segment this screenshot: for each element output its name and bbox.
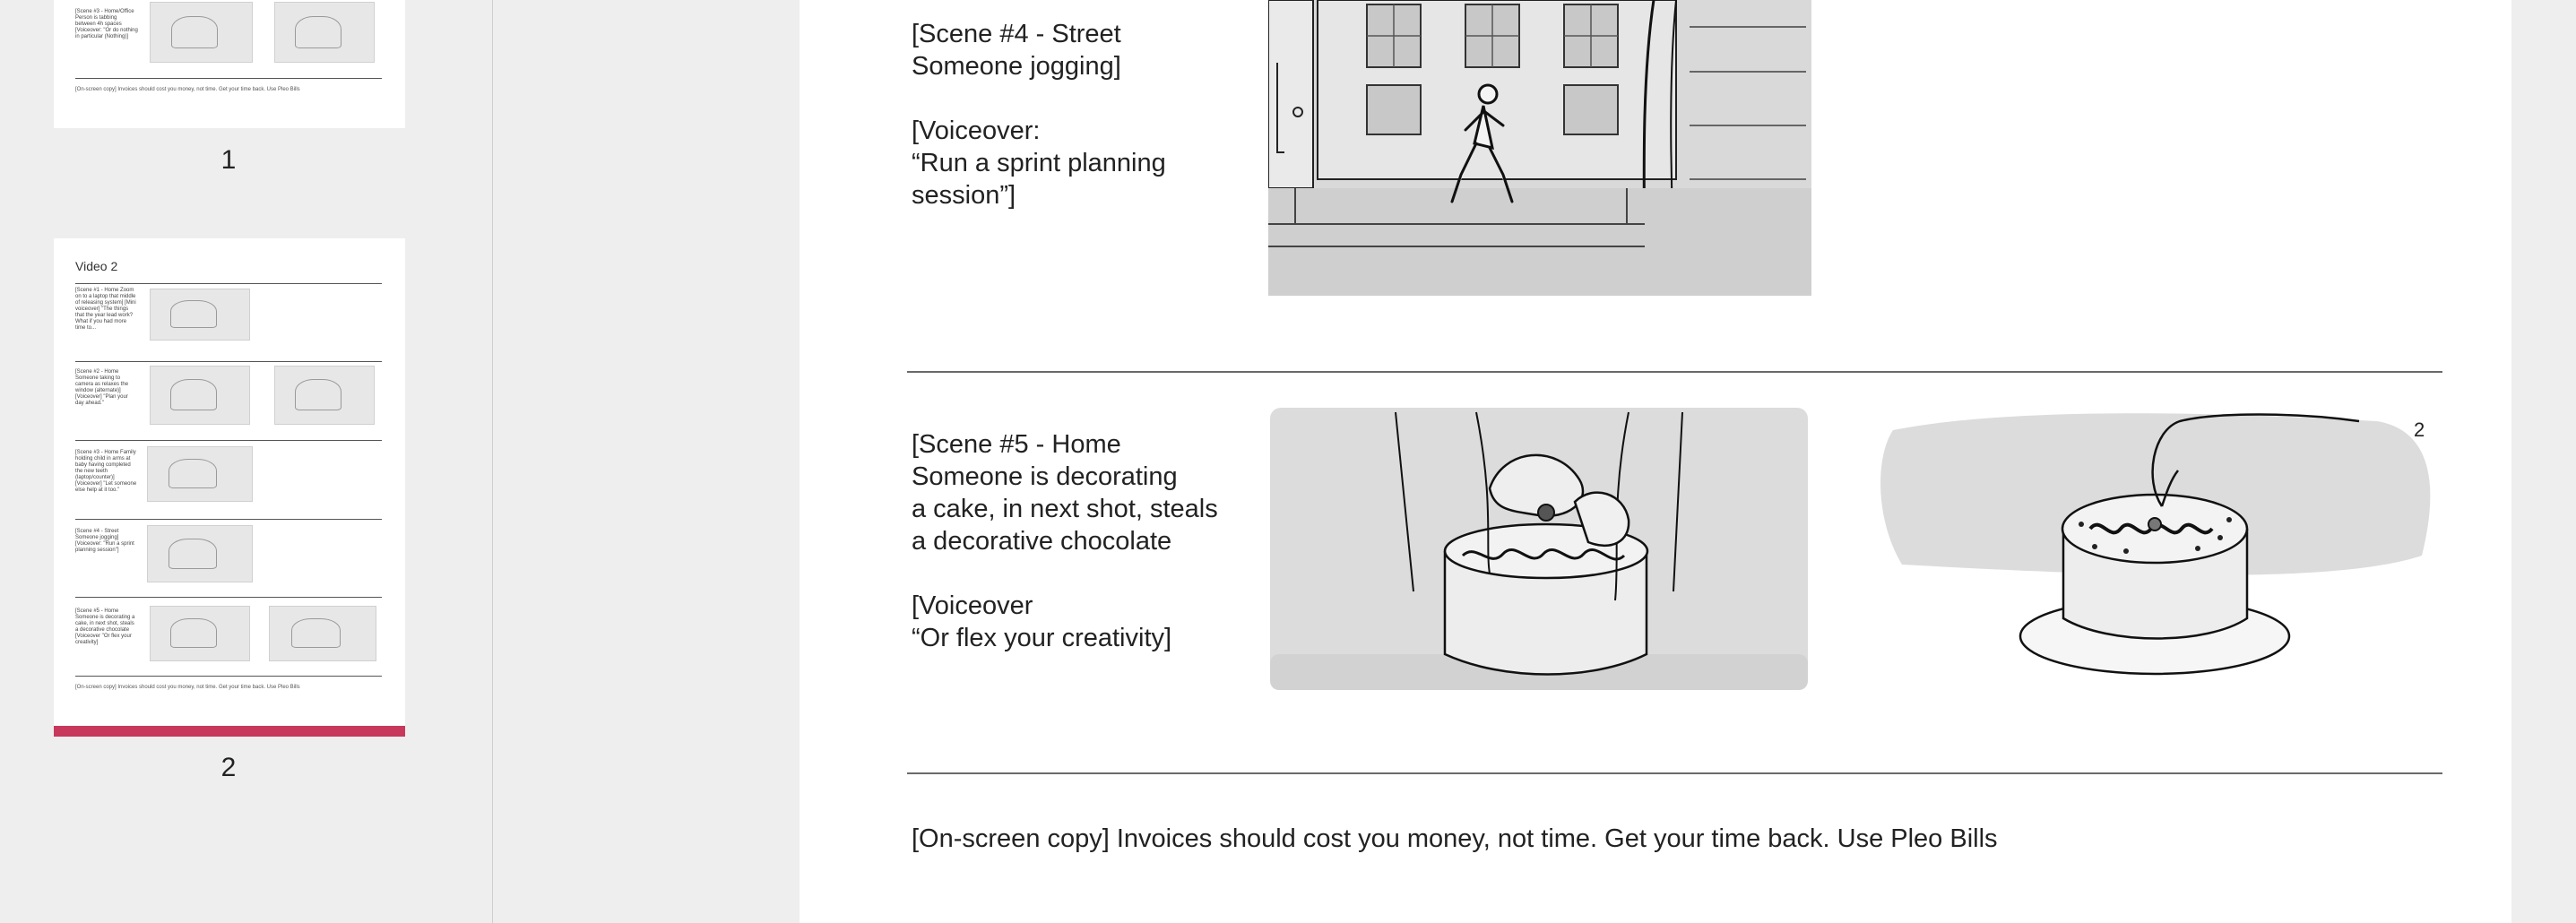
scene-4-jogger-sketch <box>1268 0 1811 296</box>
thumbnail-divider <box>75 676 382 677</box>
thumbnail-divider <box>75 597 382 598</box>
thumbnail-divider <box>75 519 382 520</box>
thumbnail-scene-text: [Scene #4 - Street Someone jogging] [Voi… <box>75 529 134 553</box>
thumbnail-scene-text: [Scene #1 - Home Zoom on to a laptop tha… <box>75 288 136 331</box>
thumbnail-sketch <box>269 606 376 661</box>
thumbnail-sketch <box>150 289 250 341</box>
thumbnail-sketch <box>274 366 375 425</box>
thumbnail-divider <box>75 361 382 362</box>
thumbnail-scene-text: [Scene #5 - Home Someone is decorating a… <box>75 608 135 645</box>
thumbnail-scene-text: [Scene #3 - Home/Office Person is tabbin… <box>75 9 138 39</box>
thumbnail-sketch <box>147 525 253 582</box>
frame-number-2: 2 <box>2414 418 2425 441</box>
thumbnail-sketch <box>150 2 253 63</box>
thumbnail-scene-text: [Scene #2 - Home Someone taking to camer… <box>75 369 129 406</box>
scene-5-frame-2-sketch <box>1880 413 2431 676</box>
scene-5-frame-1-sketch <box>1270 408 1808 690</box>
scene-5-description: [Scene #5 - Home Someone is decorating a… <box>912 430 1218 652</box>
thumbnail-divider <box>75 78 382 79</box>
scene-divider <box>907 371 2442 373</box>
page-thumbnail-1[interactable]: [Scene #3 - Home/Office Person is tabbin… <box>54 0 405 128</box>
thumbnail-footer: [On-screen copy] Invoices should cost yo… <box>75 87 300 92</box>
thumbnail-footer: [On-screen copy] Invoices should cost yo… <box>75 685 300 690</box>
page-thumbnail-2[interactable]: Video 2 [Scene #1 - Home Zoom on to a la… <box>54 238 405 737</box>
document-page: [Scene #4 - Street Someone jogging] [Voi… <box>800 0 2511 923</box>
page-number-1: 1 <box>220 145 237 175</box>
page-thumbnail-sidebar: [Scene #3 - Home/Office Person is tabbin… <box>0 0 493 923</box>
thumbnail-sketch <box>274 2 375 63</box>
thumbnail-sketch <box>150 366 250 425</box>
thumbnail-scene-text: [Scene #3 - Home Family holding child in… <box>75 450 137 493</box>
page-number-2: 2 <box>220 753 237 782</box>
thumbnail-sketch <box>150 606 250 661</box>
onscreen-copy-text: [On-screen copy] Invoices should cost yo… <box>912 824 1998 853</box>
thumbnail-divider <box>75 440 382 441</box>
selected-page-indicator <box>54 726 405 737</box>
document-viewport[interactable]: [Scene #4 - Street Someone jogging] [Voi… <box>495 0 2576 923</box>
scene-divider <box>907 772 2442 774</box>
thumbnail-divider <box>75 283 382 284</box>
scene-4-description: [Scene #4 - Street Someone jogging] [Voi… <box>912 20 1166 210</box>
thumbnail-sketch <box>147 446 253 502</box>
thumbnail-title: Video 2 <box>75 259 118 273</box>
